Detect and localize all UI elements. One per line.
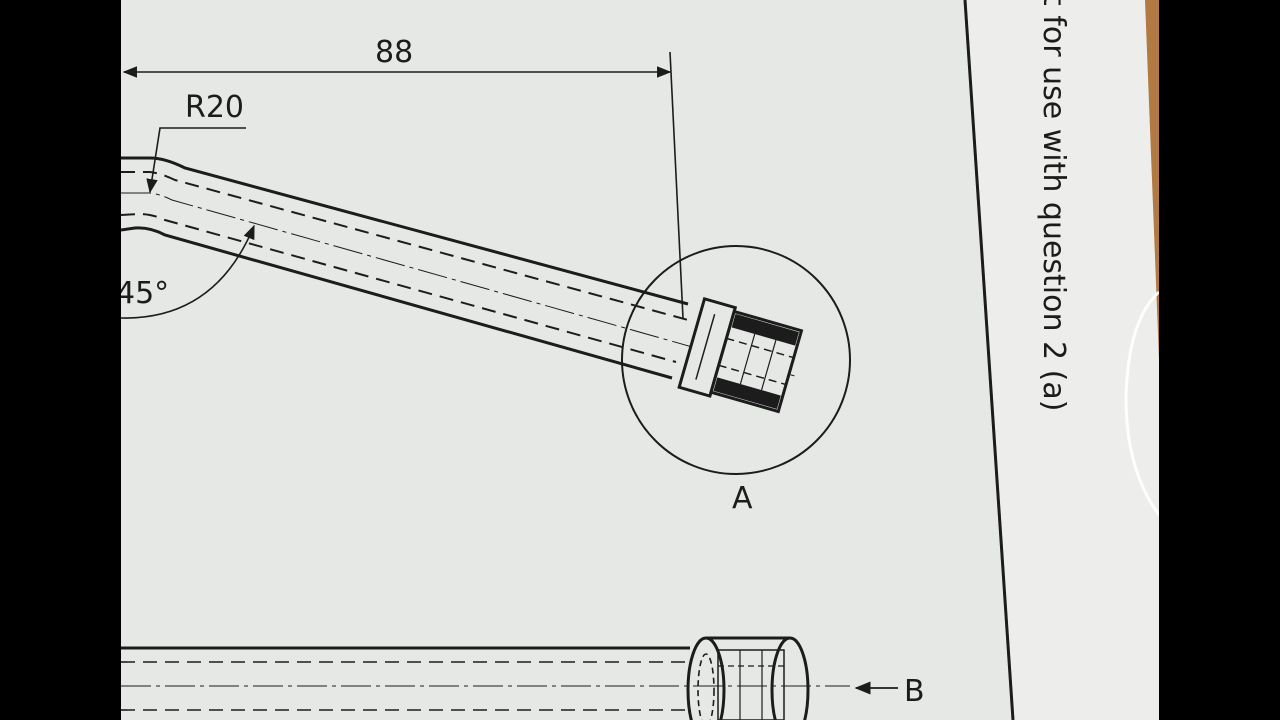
extension-line-right bbox=[669, 51, 684, 319]
pipe-outer-wall-bottom bbox=[121, 226, 673, 380]
radius-leader bbox=[146, 127, 246, 194]
pipe-outer-wall-top bbox=[121, 156, 689, 306]
pipe-lower-view bbox=[121, 636, 850, 720]
drawing-border-line bbox=[963, 0, 1015, 720]
pipe-inner-bore-bottom bbox=[121, 212, 677, 363]
left-letterbox bbox=[0, 0, 121, 720]
angle-arc bbox=[121, 224, 255, 319]
angle-label: 45° bbox=[116, 276, 169, 311]
light-glare-arc bbox=[1124, 290, 1159, 516]
pipe-upper-view bbox=[121, 156, 796, 380]
pipe-end-connector bbox=[677, 296, 804, 414]
detail-a-circle bbox=[621, 245, 851, 475]
detail-a-label: A bbox=[732, 481, 753, 516]
paper-margin-strip bbox=[965, 0, 1159, 720]
right-letterbox bbox=[1159, 0, 1280, 720]
pipe-inner-bore-top bbox=[121, 171, 689, 321]
dimension-label-88: 88 bbox=[375, 35, 413, 70]
view-b-label: B bbox=[904, 674, 925, 709]
radius-label: R20 bbox=[185, 90, 244, 125]
margin-text: t for use with question 2 (a) bbox=[1036, 0, 1071, 411]
